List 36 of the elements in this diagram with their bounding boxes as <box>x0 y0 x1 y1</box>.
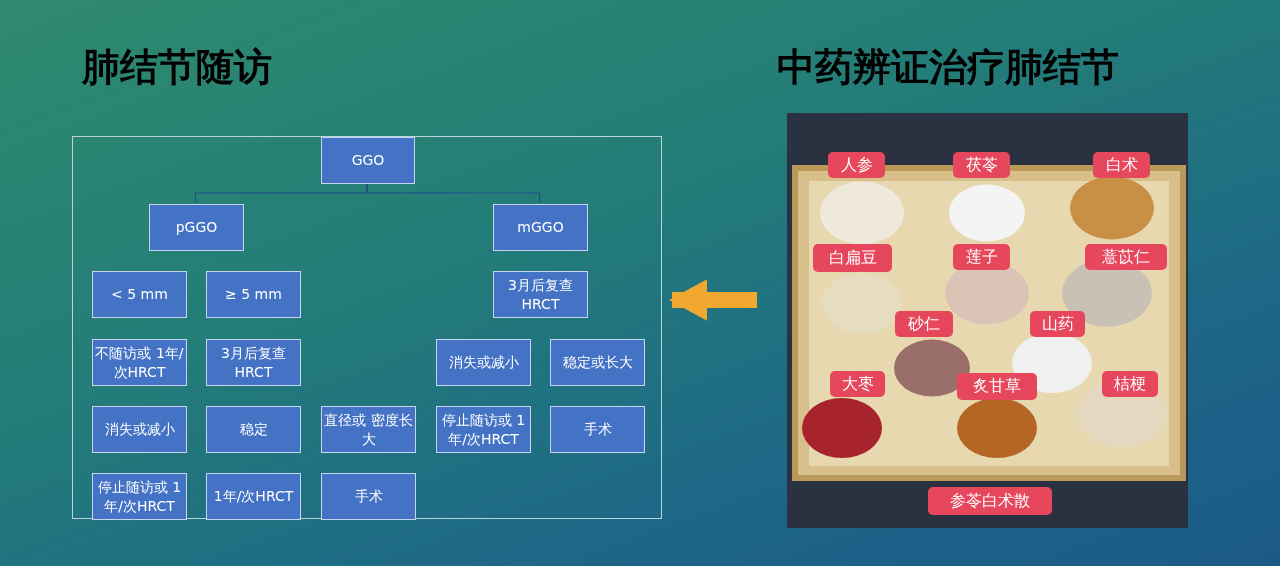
process-box: GGO <box>321 137 415 184</box>
process-box: 停止随访或 1年/次HRCT <box>436 406 531 453</box>
slide-title: 中药辨证治疗肺结节 <box>777 44 1119 91</box>
herb-label: 白扁豆 <box>813 244 892 272</box>
process-box: 消失或减小 <box>436 339 531 386</box>
slide-title: 肺结节随访 <box>82 44 272 91</box>
connector-line <box>366 182 541 204</box>
process-box: 3月后复查 HRCT <box>493 271 588 318</box>
process-box: < 5 mm <box>92 271 187 318</box>
process-box: ≥ 5 mm <box>206 271 301 318</box>
flowchart-frame <box>72 136 662 519</box>
herb-label: 薏苡仁 <box>1085 244 1167 270</box>
process-box: 稳定 <box>206 406 301 453</box>
herb-label: 莲子 <box>953 244 1010 270</box>
herb-label: 炙甘草 <box>957 373 1037 400</box>
process-box: pGGO <box>149 204 244 251</box>
herb-label: 山药 <box>1030 311 1085 337</box>
process-box: 手术 <box>550 406 645 453</box>
process-box: 不随访或 1年/次HRCT <box>92 339 187 386</box>
herb-label: 大枣 <box>830 371 885 397</box>
process-box: 稳定或长大 <box>550 339 645 386</box>
arrow <box>668 279 757 321</box>
process-box: 3月后复查 HRCT <box>206 339 301 386</box>
process-box: 手术 <box>321 473 416 520</box>
herb-label: 人参 <box>828 152 885 178</box>
process-box: 1年/次HRCT <box>206 473 301 520</box>
process-box: 直径或 密度长大 <box>321 406 416 453</box>
process-box: 消失或减小 <box>92 406 187 453</box>
herb-label: 桔梗 <box>1102 371 1158 397</box>
herb-photo <box>787 113 1188 528</box>
herb-label: 参苓白术散 <box>928 487 1052 515</box>
herb-label: 砂仁 <box>895 311 953 337</box>
herb-label: 白术 <box>1093 152 1150 178</box>
process-box: 停止随访或 1年/次HRCT <box>92 473 187 520</box>
process-box: mGGO <box>493 204 588 251</box>
herb-label: 茯苓 <box>953 152 1010 178</box>
